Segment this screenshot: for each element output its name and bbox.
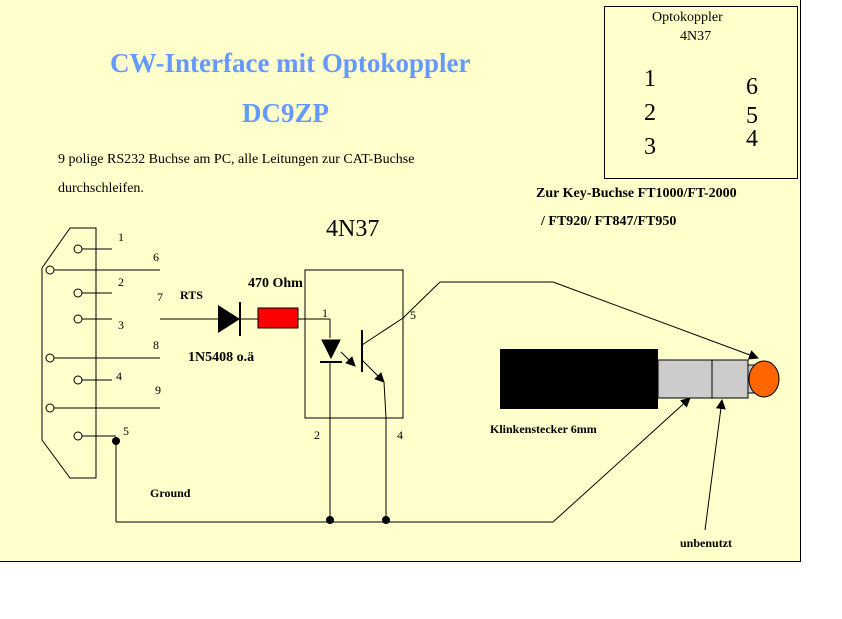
resistor-470-ohm (257, 307, 299, 329)
db9-pin-leads (54, 248, 160, 437)
resistor-label: 470 Ohm (248, 276, 303, 291)
db9-pin-3: 3 (118, 318, 124, 332)
chip-label: 4N37 (326, 216, 380, 242)
note-line1: 9 polige RS232 Buchse am PC, alle Leitun… (58, 152, 415, 167)
jack-body (500, 349, 658, 409)
unused-arrow (704, 399, 726, 531)
ground-label: Ground (150, 486, 191, 500)
rts-wire (160, 318, 331, 338)
optocoupler-inset (604, 6, 798, 179)
opto-pin-5: 5 (746, 103, 758, 129)
db9-pin-4: 4 (116, 369, 122, 383)
opto-inset-title-2: 4N37 (680, 29, 712, 44)
chip-pin-4: 4 (397, 428, 403, 442)
unused-label: unbenutzt (680, 536, 733, 550)
opto-pin-1: 1 (644, 66, 656, 92)
db9-pins-right (45, 265, 55, 413)
diode-1n5408 (218, 302, 241, 336)
key-socket-line2: / FT920/ FT847/FT950 (541, 214, 677, 229)
rts-label: RTS (180, 288, 203, 302)
chip-internal-led (320, 339, 356, 418)
opto-pin-2: 2 (644, 100, 656, 126)
db9-pin-8: 8 (153, 338, 159, 352)
db9-pin-7: 7 (157, 290, 163, 304)
chip-pin-5: 5 (410, 308, 416, 322)
db9-connector-outline (41, 227, 97, 479)
db9-pin-6: 6 (153, 250, 159, 264)
db9-pin-9: 9 (155, 383, 161, 397)
note-line2: durchschleifen. (58, 181, 144, 196)
junction-dots (112, 437, 390, 524)
jack-sleeve (657, 359, 749, 399)
chip-4n37-box (304, 269, 404, 419)
jack-label: Klinkenstecker 6mm (490, 422, 597, 436)
chip-pin-2: 2 (314, 428, 320, 442)
chip-internal-transistor (361, 317, 404, 419)
db9-pin-5: 5 (123, 424, 129, 438)
opto-pin-3: 3 (644, 134, 656, 160)
db9-pin-1: 1 (118, 230, 124, 244)
diagram-title: CW-Interface mit Optokoppler (110, 48, 471, 78)
callsign: DC9ZP (242, 98, 329, 128)
db9-pins-left (73, 244, 83, 441)
opto-pin-4: 4 (746, 126, 758, 152)
ground-wires (115, 397, 691, 523)
jack-tip (748, 360, 780, 398)
diode-label: 1N5408 o.ä (188, 350, 255, 365)
key-socket-line1: Zur Key-Buchse FT1000/FT-2000 (536, 186, 737, 201)
db9-pin-2: 2 (118, 275, 124, 289)
opto-inset-title-1: Optokoppler (652, 10, 723, 25)
pin5-wire (402, 281, 759, 360)
chip-pin-1: 1 (322, 306, 328, 320)
opto-pin-6: 6 (746, 74, 758, 100)
